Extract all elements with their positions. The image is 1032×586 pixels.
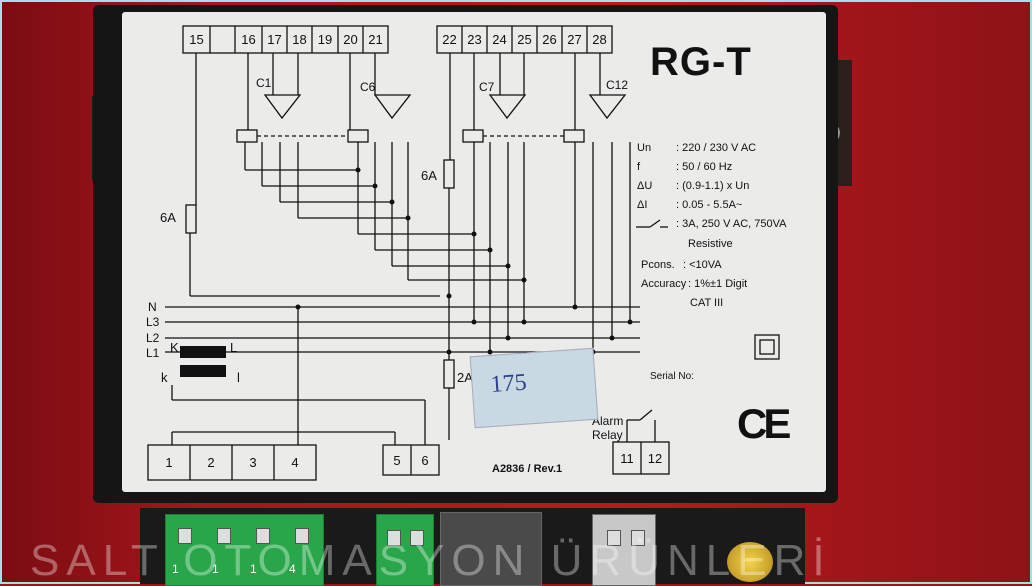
terminal-3: 3: [249, 455, 257, 470]
terminal-2: 2: [207, 455, 215, 470]
spec-value-un: : 220 / 230 V AC: [676, 142, 757, 154]
spec-value-cat: CAT III: [690, 297, 724, 309]
spec-value-resistive: Resistive: [688, 238, 733, 250]
watermark-text: SALT OTOMASYON ÜRÜNLERİ: [30, 536, 832, 585]
terminal-18: 18: [292, 32, 307, 47]
terminal-slot: [217, 528, 231, 544]
connector-number: 4: [289, 562, 296, 576]
terminal-slot: [295, 528, 309, 544]
spec-key-un: Un: [637, 142, 652, 154]
alarm-label: Alarm: [592, 414, 624, 428]
terminal-1: 1: [165, 455, 173, 470]
terminal-slot: [410, 530, 424, 546]
green-terminal-block-2: [376, 514, 434, 586]
terminal-slot: [178, 528, 192, 544]
terminal-21: 21: [368, 32, 383, 47]
terminal-19: 19: [317, 32, 333, 47]
fuse-label-6a-left: 6A: [160, 210, 176, 225]
terminal-11: 11: [620, 451, 634, 466]
terminal-slot: [607, 530, 621, 546]
spec-key-pcons: Pcons.: [641, 259, 675, 271]
terminal-22: 22: [442, 32, 457, 47]
spec-value-accuracy: : 1%±1 Digit: [688, 278, 748, 290]
fuse-label-2a: 2A: [457, 370, 473, 385]
terminal-23: 23: [467, 32, 482, 47]
spec-value-du: : (0.9-1.1) x Un: [676, 180, 750, 192]
terminal-17: 17: [267, 32, 282, 47]
terminal-28: 28: [592, 32, 607, 47]
fuse-label-6a-center: 6A: [421, 168, 437, 183]
connector-number: 1: [212, 562, 219, 576]
ct-label-K: K: [170, 340, 179, 355]
line-label-l1: L1: [146, 346, 160, 360]
terminal-24: 24: [492, 32, 507, 47]
terminal-25: 25: [517, 32, 532, 47]
connector-number: 1: [172, 562, 179, 576]
line-label-l3: L3: [146, 315, 160, 329]
spec-value-pcons: : <10VA: [683, 259, 722, 271]
ct-label-k: k: [161, 370, 168, 385]
spec-key-f: f: [637, 161, 641, 173]
sticker-text: 175: [489, 369, 528, 398]
spec-key-di: ΔI: [637, 199, 648, 211]
line-label-n: N: [148, 300, 157, 314]
terminal-26: 26: [542, 32, 557, 47]
line-label-l2: L2: [146, 331, 160, 345]
ce-mark-icon: CE: [737, 400, 791, 447]
terminal-12: 12: [647, 451, 663, 466]
spec-key-accuracy: Accuracy: [641, 278, 687, 290]
terminal-slot: [256, 528, 270, 544]
serial-label: Serial No:: [650, 371, 694, 382]
ct-label-L: L: [230, 340, 238, 355]
terminal-16: 16: [241, 32, 256, 47]
terminal-slot: [387, 530, 401, 546]
relay-label: Relay: [592, 428, 623, 442]
capacitor-label-c1: C1: [256, 76, 272, 90]
db-connector: [440, 512, 542, 586]
terminal-6: 6: [421, 453, 429, 468]
ct-label-l: l: [237, 370, 240, 385]
revision-label: A2836 / Rev.1: [492, 463, 563, 475]
terminal-slot: [631, 530, 645, 546]
spec-value-relay: : 3A, 250 V AC, 750VA: [676, 218, 787, 230]
terminal-5: 5: [393, 453, 401, 468]
capacitor-label-c6: C6: [360, 80, 376, 94]
spec-value-f: : 50 / 60 Hz: [676, 161, 733, 173]
capacitor-label-c12: C12: [606, 78, 629, 92]
spec-key-du: ΔU: [637, 180, 653, 192]
terminal-15: 15: [189, 32, 204, 47]
handwritten-sticker: 175: [469, 347, 599, 429]
model-title: RG-T: [650, 40, 752, 84]
yellow-knob-icon: [727, 542, 773, 582]
connector-number: 1: [250, 562, 257, 576]
terminal-4: 4: [291, 455, 299, 470]
capacitor-label-c7: C7: [479, 80, 495, 94]
terminal-20: 20: [343, 32, 358, 47]
terminal-27: 27: [567, 32, 582, 47]
spec-value-di: : 0.05 - 5.5A~: [676, 199, 743, 211]
gray-terminal-block: [592, 514, 656, 586]
